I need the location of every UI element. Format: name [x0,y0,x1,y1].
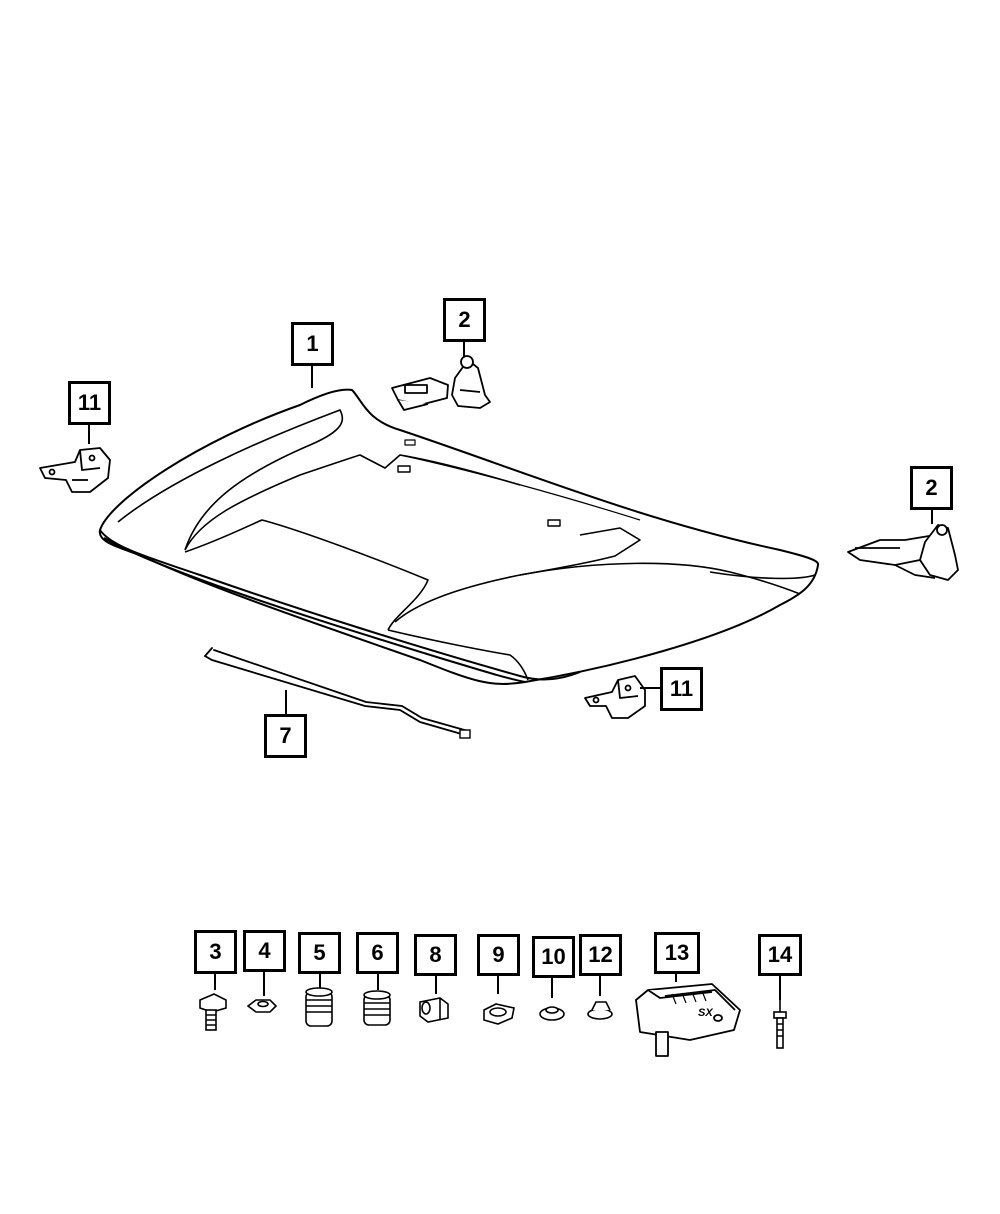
callout-striker-right: 11 [660,667,703,711]
callout-label: 4 [258,938,271,963]
callout-label: 2 [458,307,471,332]
callout-label: 1 [306,331,319,356]
part-nut [246,999,278,1013]
callout-label: 11 [77,390,102,415]
part-hood-scoop: SX [635,983,741,1057]
callout-nut: 4 [243,930,286,972]
hood-hinge-upper [391,355,491,411]
part-bumper-a [305,987,333,1027]
callout-hood: 1 [291,322,334,366]
callout-clip: 8 [414,934,457,976]
callout-bumper-a: 5 [298,932,341,974]
part-flange-nut [587,1001,613,1020]
callout-label: 10 [541,944,566,969]
part-grommet-plate [483,1003,515,1025]
part-rivet [773,1000,787,1049]
callout-hinge-upper: 2 [443,298,486,342]
scoop-badge-text: SX [698,1007,713,1019]
callout-label: 2 [925,475,938,500]
hood-striker-left [39,447,111,493]
callout-hood-scoop: 13 [654,932,700,974]
callout-label: 5 [313,940,326,965]
hood-striker-right [584,675,646,719]
callout-label: 3 [209,939,222,964]
callout-label: 12 [588,942,613,967]
callout-label: 14 [767,942,793,967]
part-bolt [199,993,227,1031]
callout-label: 7 [279,723,292,748]
callout-striker-left: 11 [68,381,111,425]
callout-grommet-plate: 9 [477,934,520,976]
callout-label: 13 [664,940,690,965]
callout-hinge-right: 2 [910,466,953,510]
leader-lines [88,341,933,1000]
callout-rivet: 14 [758,934,802,976]
callout-grommet-round: 10 [532,936,575,978]
callout-bolt: 3 [194,930,237,974]
callout-label: 9 [492,942,505,967]
callout-flange-nut: 12 [579,934,622,976]
part-bumper-b [363,990,391,1026]
hood-hinge-right [847,524,959,581]
callout-prop-rod: 7 [264,714,307,758]
callout-label: 11 [669,676,694,701]
hood-panel [98,388,819,685]
hood-prop-rod [203,647,471,739]
callout-bumper-b: 6 [356,932,399,974]
callout-label: 6 [371,940,384,965]
callout-label: 8 [429,942,442,967]
part-grommet-round [539,1006,565,1021]
part-clip [419,997,449,1023]
